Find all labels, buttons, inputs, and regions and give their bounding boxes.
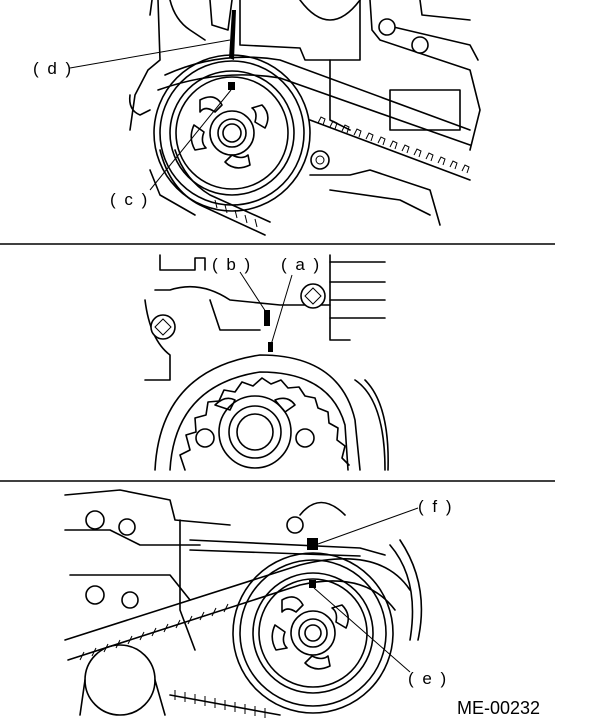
panel-bottom-camshaft-sprocket: ( f ) ( e ) — [64, 489, 454, 718]
label-c: ( c ) — [110, 190, 149, 209]
label-d: ( d ) — [33, 59, 73, 78]
belt-teeth-top — [317, 116, 470, 174]
figure-code: ME-00232 — [457, 698, 540, 718]
sprocket-teeth — [179, 377, 350, 471]
label-b: ( b ) — [212, 255, 252, 274]
label-e: ( e ) — [408, 669, 448, 688]
panel-top-camshaft-sprocket: ( d ) ( c ) — [33, 0, 481, 236]
panel-middle-crankshaft-sprocket: ( b ) ( a ) — [144, 254, 389, 471]
label-f: ( f ) — [418, 497, 454, 516]
label-a: ( a ) — [281, 255, 321, 274]
